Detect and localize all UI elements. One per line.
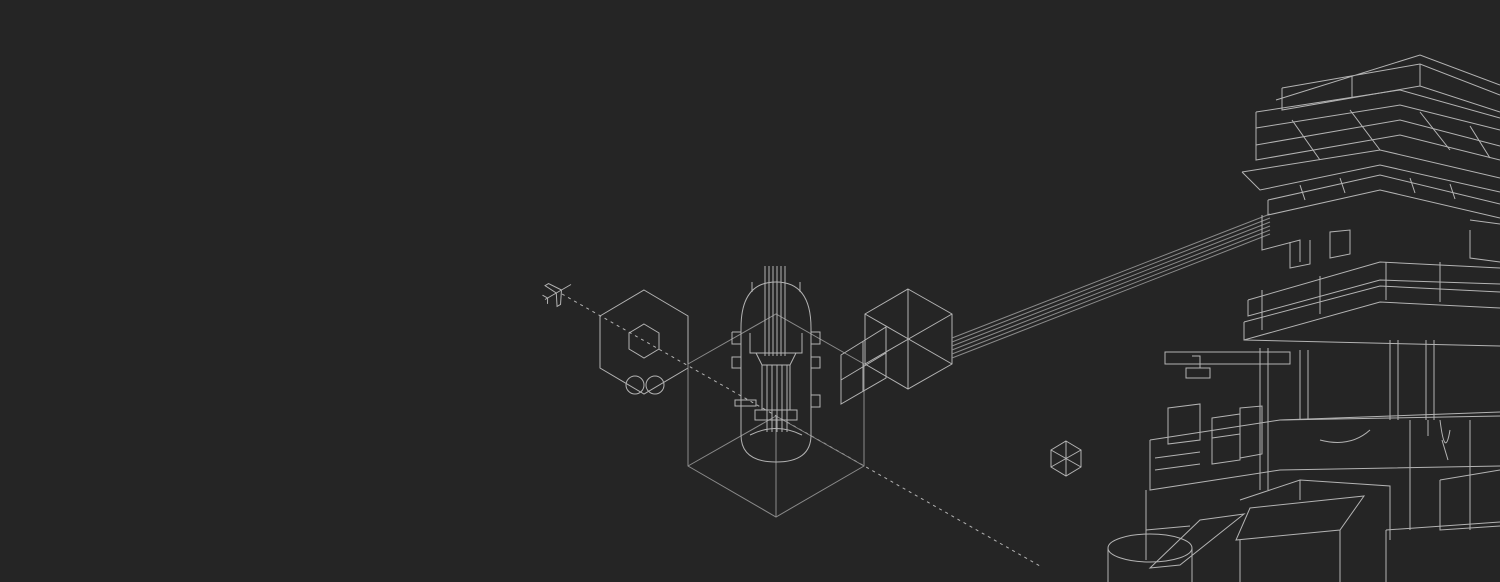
industrial-tower-drawing xyxy=(1107,54,1500,582)
wireframe-cube-large xyxy=(687,313,865,518)
airplane-icon xyxy=(542,283,572,308)
wireframe-cube xyxy=(864,288,953,390)
reactor-schematic xyxy=(731,266,821,463)
cable-bundle xyxy=(951,213,1271,359)
hexagon-target-icon xyxy=(599,289,689,395)
small-cube-icon xyxy=(1050,440,1082,477)
glass-panel xyxy=(840,326,887,405)
